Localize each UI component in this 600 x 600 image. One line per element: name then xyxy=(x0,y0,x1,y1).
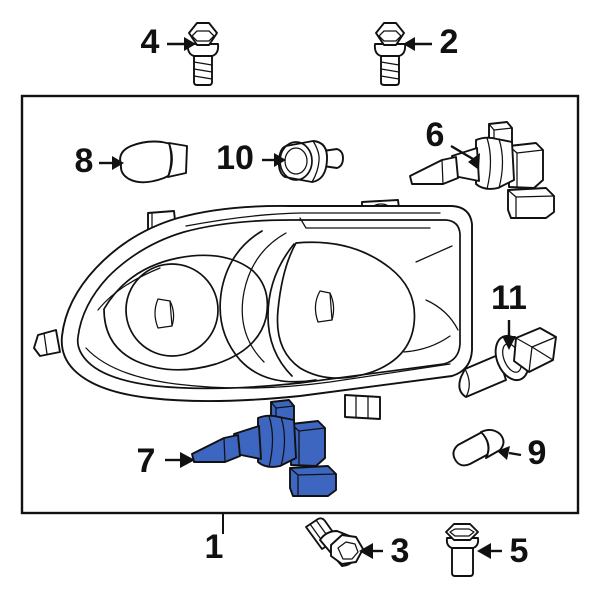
part-flange-hex-bolt-upper-left xyxy=(186,22,220,86)
part-headlamp-bulb-with-connector-upper xyxy=(409,121,555,219)
callout-2-leader xyxy=(403,37,432,51)
callout-number-8: 8 xyxy=(75,142,94,180)
callout-8-arrowhead xyxy=(112,156,124,170)
callout-3-leader xyxy=(359,543,383,559)
part-socket-grommet xyxy=(277,140,344,183)
callout-number-10: 10 xyxy=(216,139,254,177)
callout-3-arrowhead xyxy=(359,543,373,559)
callout-9-leader xyxy=(497,446,522,460)
part-angled-bulb xyxy=(119,140,188,184)
callout-11-leader xyxy=(502,320,516,350)
part-headlamp-assembly xyxy=(33,199,473,420)
callout-9-arrowhead xyxy=(497,446,510,460)
callout-5-arrowhead xyxy=(477,543,491,559)
callout-number-6: 6 xyxy=(426,116,445,154)
callout-5-leader xyxy=(477,543,502,559)
callout-number-3: 3 xyxy=(391,532,410,570)
callout-number-11: 11 xyxy=(491,279,527,317)
part-headlamp-bulb-with-connector-highlighted xyxy=(191,399,337,497)
callout-4-arrowhead xyxy=(184,37,196,51)
callout-10-leader xyxy=(262,153,286,167)
callout-7-leader xyxy=(165,452,195,468)
callout-number-5: 5 xyxy=(510,532,529,570)
callout-number-7: 7 xyxy=(137,442,156,480)
callout-2-arrowhead xyxy=(403,37,415,51)
callout-7-arrowhead xyxy=(180,452,195,468)
callout-number-4: 4 xyxy=(141,23,160,61)
callout-10-arrowhead xyxy=(274,153,286,167)
part-short-hex-bolt xyxy=(445,523,480,577)
callout-4-leader xyxy=(167,37,196,51)
callout-number-1: 1 xyxy=(205,528,224,566)
part-flange-hex-bolt-upper-right xyxy=(373,22,407,86)
callout-number-2: 2 xyxy=(440,23,459,61)
callout-number-9: 9 xyxy=(528,434,547,472)
assembly-group-box xyxy=(20,94,580,515)
part-bulb-with-flange-ring xyxy=(458,327,557,398)
callout-6-leader xyxy=(450,144,480,170)
part-wedge-capsule-bulb xyxy=(452,428,505,467)
part-angled-flange-bolt xyxy=(305,517,364,567)
callout-6-arrowhead xyxy=(468,153,480,170)
callout-11-arrowhead xyxy=(502,336,516,350)
callout-8-leader xyxy=(99,156,124,170)
